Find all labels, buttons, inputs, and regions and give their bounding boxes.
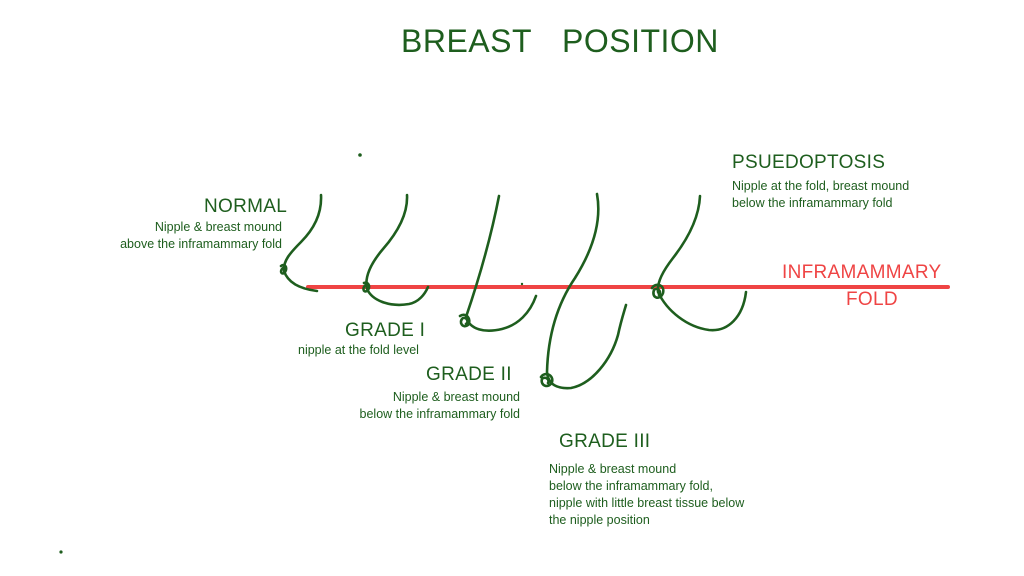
grade-1-description: nipple at the fold level	[298, 343, 419, 357]
pseudoptosis-heading: PSUEDOPTOSIS	[732, 152, 886, 173]
pseudoptosis-nipple-mark	[650, 283, 665, 299]
normal-nipple-mark	[279, 263, 288, 275]
grade-1-heading: GRADE I	[345, 320, 426, 341]
stray-dot	[520, 282, 524, 286]
normal-heading: NORMAL	[204, 196, 288, 217]
grade-2-breast-sketch	[464, 194, 538, 332]
grade-2-nipple-mark	[458, 313, 471, 328]
title-word-position: POSITION	[562, 23, 719, 59]
grade-2-heading: GRADE II	[426, 364, 512, 385]
pseudoptosis-breast-sketch	[656, 194, 748, 332]
stray-dot	[59, 550, 63, 554]
grade-3-nipple-mark	[539, 372, 554, 388]
grade-3-breast-sketch	[545, 192, 628, 390]
grade-3-description: Nipple & breast mound below the inframam…	[549, 462, 745, 527]
grade-1-nipple-mark	[362, 281, 371, 293]
title-word-breast: BREAST	[401, 23, 533, 59]
grade-3-heading: GRADE III	[559, 431, 651, 452]
pseudoptosis-description: Nipple at the fold, breast mound below t…	[732, 179, 910, 210]
normal-breast-sketch	[282, 193, 323, 293]
grade-1-breast-sketch	[365, 193, 430, 307]
fold-label-line-2: FOLD	[846, 289, 898, 310]
fold-label-line-1: INFRAMAMMARY	[782, 262, 942, 283]
grade-2-description: Nipple & breast mound below the inframam…	[359, 390, 520, 421]
normal-description: Nipple & breast mound above the inframam…	[120, 220, 282, 251]
stray-dot	[358, 153, 362, 157]
